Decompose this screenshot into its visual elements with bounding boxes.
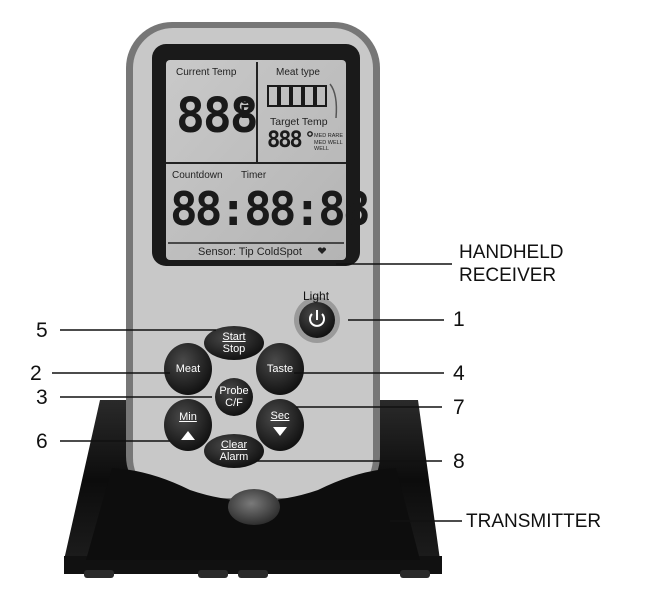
transmitter-front	[86, 468, 420, 560]
callout-number-2: 2	[30, 362, 42, 385]
stop-label: Stop	[222, 343, 246, 355]
handheld-receiver	[126, 22, 380, 502]
cf-label: C/F	[225, 397, 243, 409]
min-button[interactable]: Min	[164, 407, 212, 427]
current-temp-label: Current Temp	[176, 67, 237, 78]
taste-button[interactable]: Taste	[256, 357, 304, 381]
current-temp-digits: 888	[176, 88, 259, 144]
handheld-label-line2: RECEIVER	[459, 265, 557, 286]
probe-cf-button[interactable]: Probe C/F	[215, 382, 253, 412]
callout-number-5: 5	[36, 319, 48, 342]
target-temp-digits: 888	[267, 128, 303, 153]
sensor-label: Sensor: Tip ColdSpot	[198, 246, 302, 258]
clear-label: Clear	[220, 439, 248, 451]
meat-type-label: Meat type	[276, 67, 320, 78]
alarm-label: Alarm	[219, 451, 249, 463]
meat-label: Meat	[175, 363, 201, 375]
light-label: Light	[303, 289, 330, 303]
meat-button[interactable]: Meat	[164, 357, 212, 381]
sec-button[interactable]: Sec	[256, 406, 304, 426]
doneness-item: WELL	[314, 146, 329, 152]
start-stop-button[interactable]: Start Stop	[204, 327, 264, 359]
callout-number-4: 4	[453, 362, 465, 385]
clear-alarm-button[interactable]: Clear Alarm	[204, 435, 264, 467]
callout-number-8: 8	[453, 450, 465, 473]
handheld-label-line1: HANDHELD	[459, 242, 564, 263]
doneness-list: MED RARE MED WELL WELL	[314, 133, 343, 153]
current-temp-unit-e: E	[240, 102, 251, 123]
start-label: Start	[222, 331, 246, 343]
callout-number-7: 7	[453, 396, 465, 419]
timer-digits: 88:88:88	[170, 182, 371, 236]
taste-label: Taste	[266, 363, 294, 375]
callout-number-3: 3	[36, 386, 48, 409]
light-button[interactable]	[299, 302, 335, 338]
min-label: Min	[179, 411, 197, 423]
doneness-item: MED WELL	[314, 139, 343, 146]
sec-label: Sec	[270, 410, 290, 422]
transmitter-light	[228, 489, 280, 525]
probe-label: Probe	[219, 385, 249, 397]
target-temp-label: Target Temp	[270, 116, 328, 128]
callout-number-6: 6	[36, 430, 48, 453]
doneness-item: MED RARE	[314, 133, 344, 139]
callout-number-1: 1	[453, 308, 465, 331]
transmitter-label: TRANSMITTER	[466, 511, 602, 532]
callout-lines	[52, 263, 462, 522]
countdown-label: Countdown	[172, 170, 223, 181]
timer-label: Timer	[241, 170, 267, 181]
